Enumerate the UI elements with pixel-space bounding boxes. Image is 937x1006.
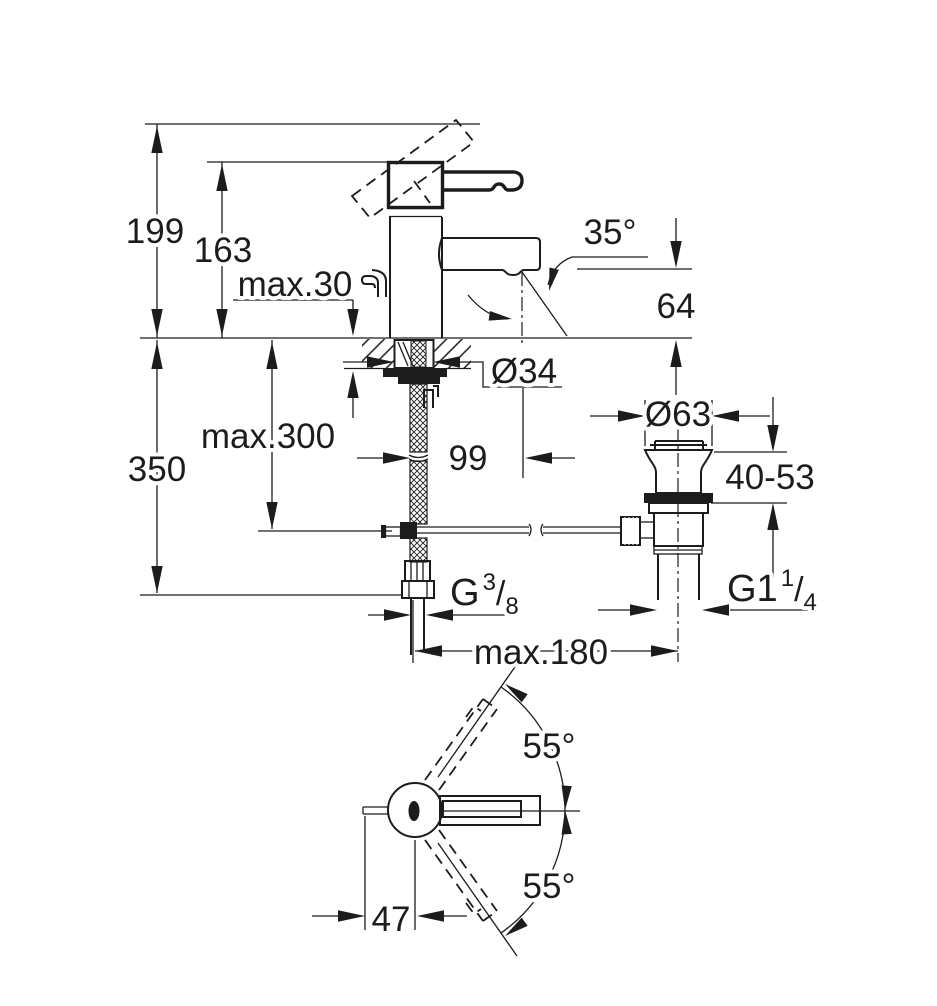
dim-swing-upper: 55° [500,679,579,811]
pull-rod-knob [360,269,387,297]
dim-hose-depth: max.300 [197,340,392,532]
spout-body-joint [438,237,443,271]
dim-label-max300: max.300 [201,417,335,456]
mounting-washer [383,368,447,377]
dim-label-d34: Ø34 [491,352,557,391]
waste-knurled-knob [620,516,641,546]
supply-pipe [410,598,425,655]
dim-label-d63: Ø63 [645,395,711,434]
faucet-top-view [362,663,580,957]
swing-line-lower [437,842,518,957]
dim-label-40-53: 40-53 [725,458,815,497]
dim-hole-diameter: Ø34 [343,348,562,395]
dim-swing-lower: 55° [500,809,579,941]
lever-top-outline [442,800,522,818]
dim-stream-angle: 35° [467,209,648,344]
lever-swivel-down-ghost [424,829,498,922]
dim-label-350: 350 [128,450,186,489]
dim-label-35deg: 35° [584,213,637,252]
faucet-side-view [140,118,692,655]
dim-label-max30: max.30 [238,265,353,304]
mounting-shank [383,339,447,384]
dim-lever-height: 163 [190,161,388,338]
lever-handle-raised-ghost [350,118,476,220]
dim-total-height: 199 [122,123,480,338]
faucet-ring-band [389,207,442,218]
knurl-lines [624,517,638,545]
dim-supply-length: 350 [124,340,403,596]
dim-label-55-upper: 55° [523,727,576,766]
dim-rod-offset: 47 [312,816,467,943]
waste-lift-plate [650,440,707,449]
lever-swivel-up-ghost [424,698,498,791]
supply-hose [401,383,439,655]
dim-deck-thickness: max.30 [233,261,359,418]
pop-up-rod [381,522,622,539]
dim-flange-diameter: Ø63 [590,391,770,446]
rod-tee-clamp [400,522,417,539]
pull-rod-top-stub [362,806,389,815]
dim-label-163: 163 [194,231,252,270]
dim-label-47: 47 [372,900,411,939]
dim-clamping-range: 40-53 [711,397,819,577]
swing-line-upper [437,663,518,778]
dim-label-64: 64 [657,287,696,326]
dim-spout-clearance: 64 [577,218,699,395]
spout [442,237,541,277]
waste-tailpipe [657,554,700,600]
dim-label-max180: max.180 [474,633,608,672]
dim-label-99: 99 [449,439,488,478]
hose-clip [423,385,439,408]
dim-label-55-lower: 55° [523,867,576,906]
lever-handle [443,170,524,192]
mounting-nut [398,377,440,384]
faucet-cap [386,160,445,210]
hose-nut-large [401,580,435,599]
dim-label-199: 199 [126,212,184,251]
waste-valve-side-view [620,428,714,662]
dim-spout-reach: 99 [357,388,575,482]
cartridge-mark [408,801,420,821]
horizontal-rod [417,526,622,534]
dim-rod-distance: max.180 [412,600,678,676]
